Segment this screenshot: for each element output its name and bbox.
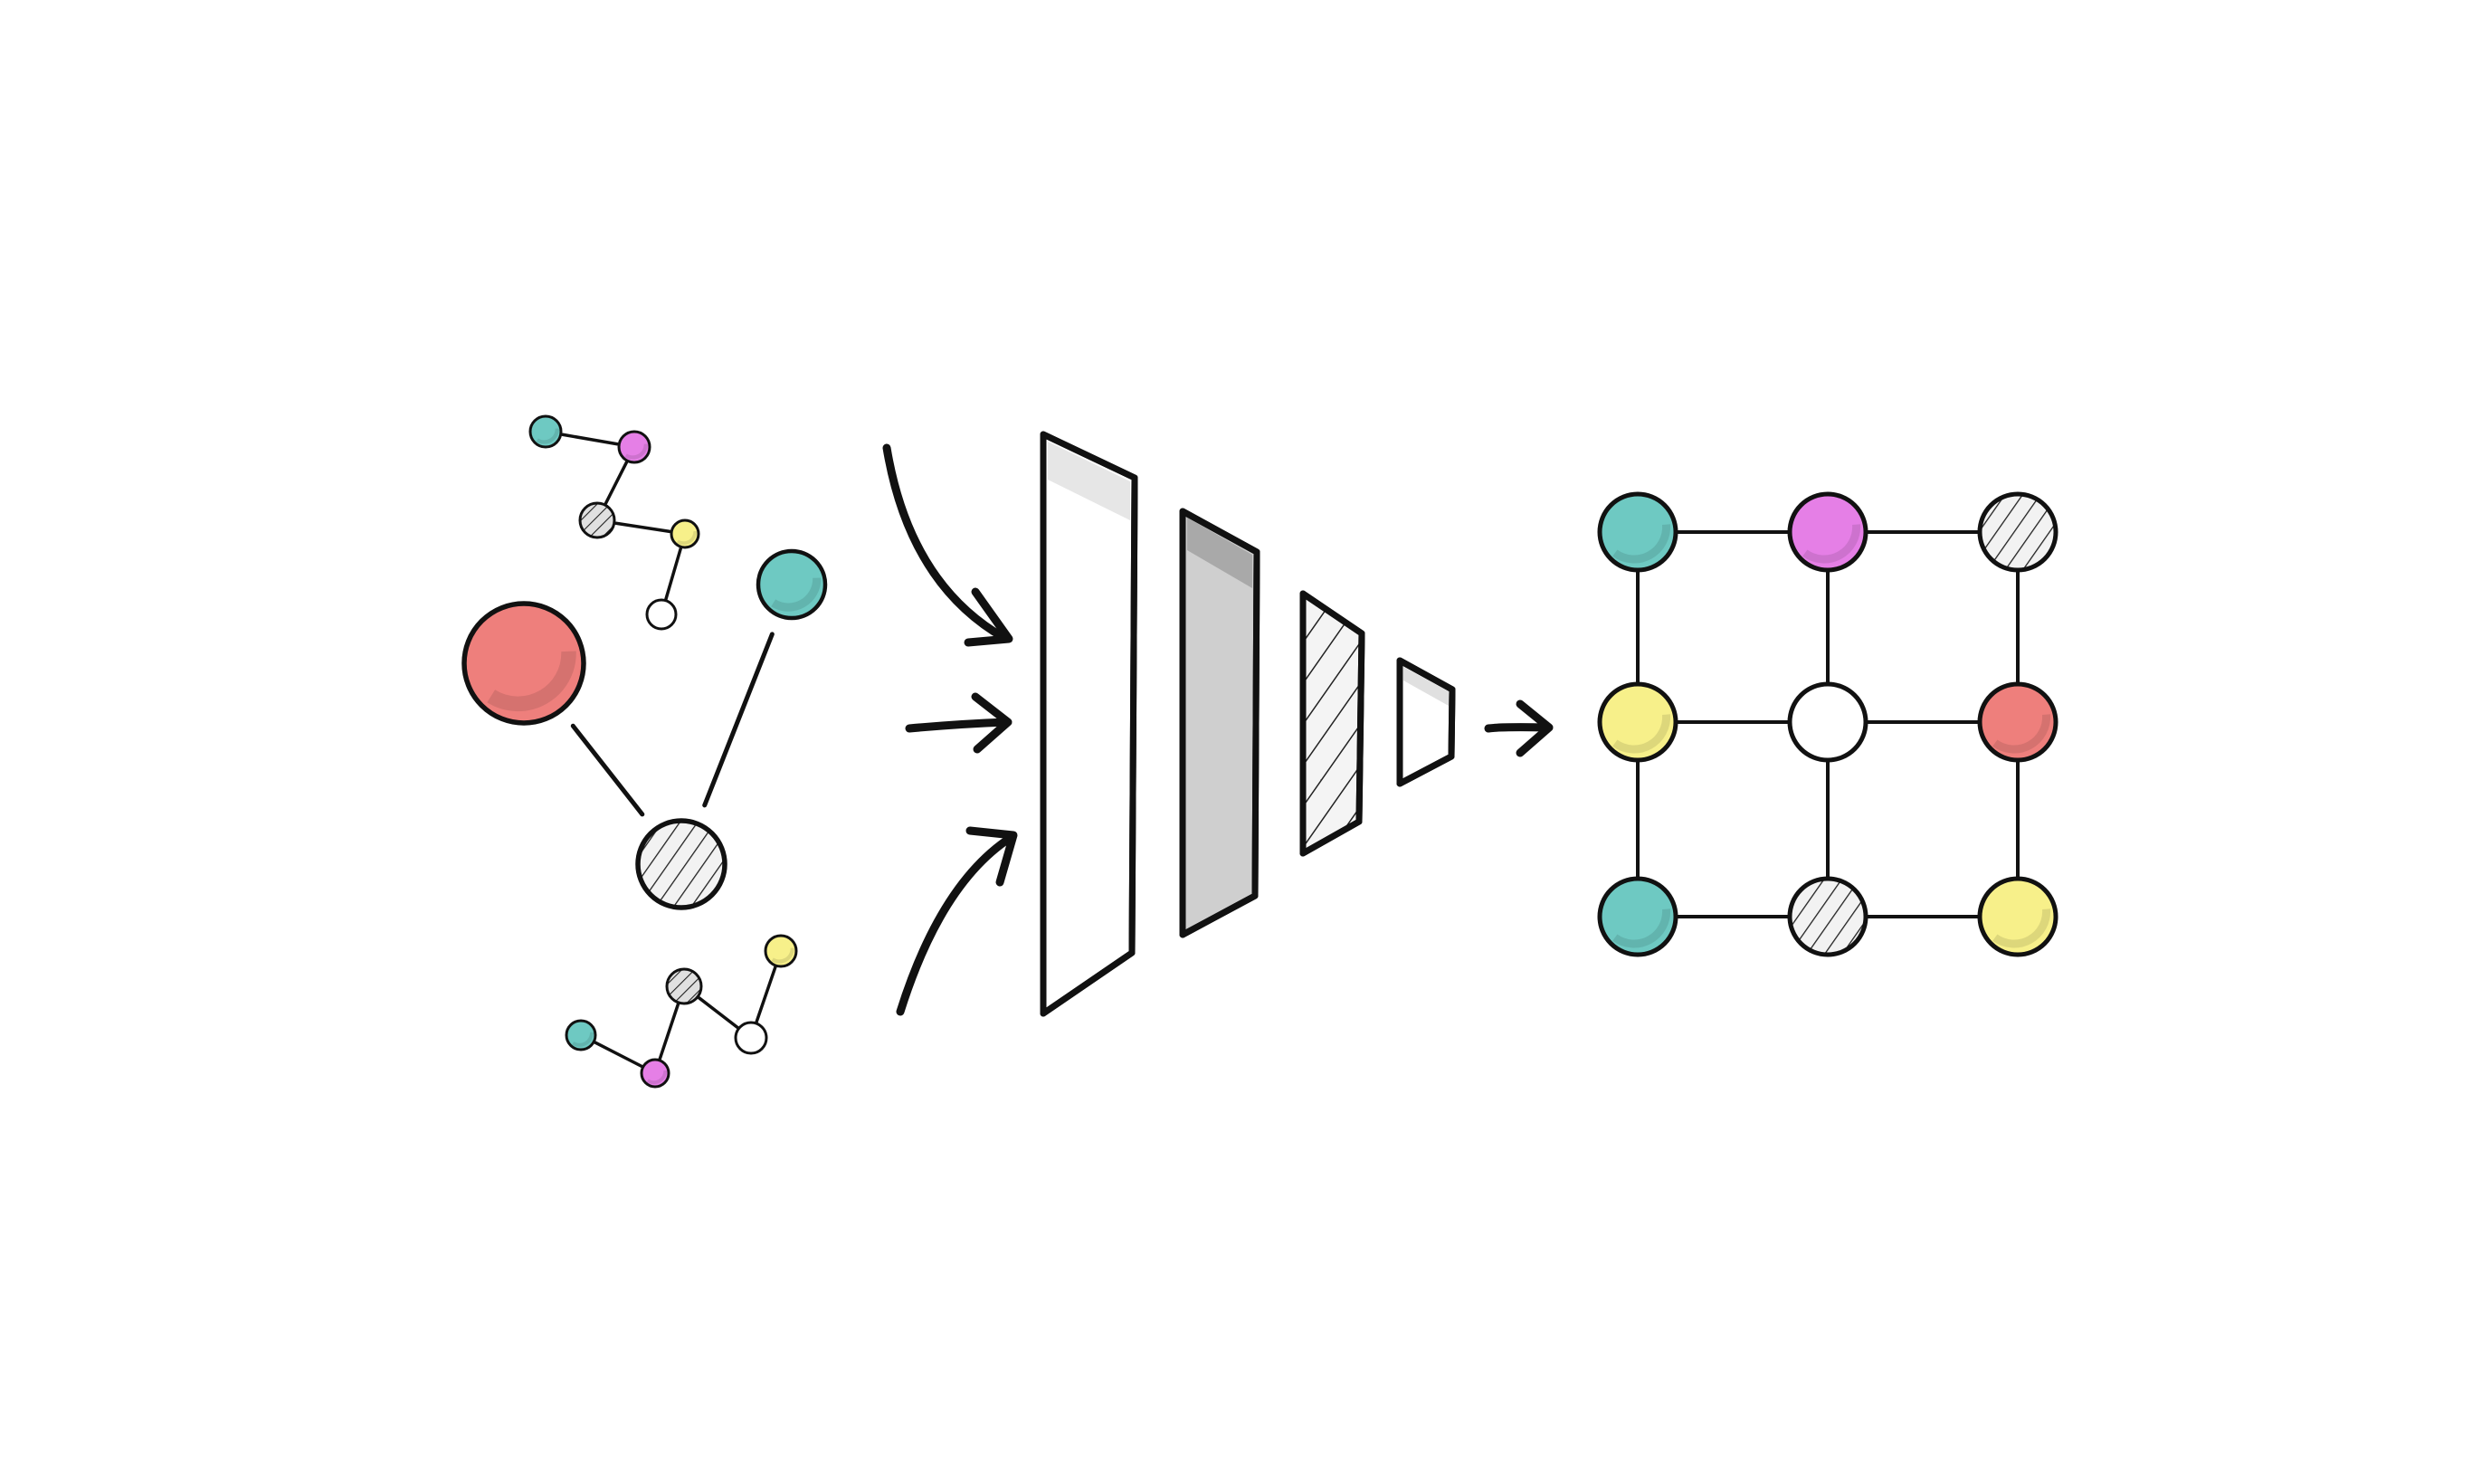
layer-2-shading [1187,518,1252,588]
graph-edge [604,461,629,506]
arrow-bottom-head [965,826,1018,887]
input-graph-graph-a [528,414,700,631]
encoder-layer-3 [1299,590,1365,857]
grid-node-hatched [1787,876,1868,957]
graph-node-teal [528,414,563,449]
graph-node-white [734,1021,768,1055]
node-shading [1612,524,1671,564]
graph-edge [560,433,620,446]
encoder-layer-1-outline [1040,431,1138,1017]
input-graph-graph-b [461,548,828,910]
grid-node-teal [1597,491,1678,573]
graph-node-yellow [764,934,798,968]
input-arrows [882,443,1018,1016]
node-shading [1992,908,2051,948]
input-graphs [461,414,828,1089]
graph-edge [697,996,739,1030]
arrow-top-head [964,587,1013,647]
node-shading [487,651,576,712]
grid-node-red [1977,681,2058,763]
node-shading [1612,908,1671,948]
graph-node-yellow [670,518,700,549]
grid-node-magenta [1787,491,1868,573]
grid-node-white [1787,681,1868,763]
node-shading [1992,714,2051,754]
grid-node-hatched [1977,491,2058,573]
arrow-top [882,443,1009,642]
input-graph-graph-c [565,934,798,1089]
arrow-bottom [896,832,1016,1016]
node-shading [771,947,794,964]
node-shading [646,1070,668,1085]
graph-node-teal [756,548,828,621]
layer-4-shading [1403,667,1449,706]
graph-node-hatched [665,967,703,1005]
graph-edge [614,521,671,534]
output-arrow [1484,699,1554,757]
encoder-layer-2-outline [1179,508,1260,938]
grid-node-yellow [1977,876,2058,957]
graph-edge [594,1041,643,1069]
arrow-middle [905,718,1011,733]
graph-node-red [461,601,586,726]
encoder-layers [1040,431,1456,1017]
graph-node-hatched [635,818,727,910]
output-grid-graph [1597,491,2058,957]
graph-node-magenta [640,1058,670,1089]
graph-node-teal [565,1019,597,1051]
graph-node-magenta [617,430,651,464]
graph-edge [570,723,645,817]
graph-edge [702,632,775,808]
node-shading [676,530,698,546]
node-shading [1802,524,1861,564]
node-shading [1612,714,1671,754]
node-shading [536,428,559,444]
grid-node-yellow [1597,681,1678,763]
graph-edge [755,966,777,1023]
graph-node-hatched [578,501,616,539]
grid-node-teal [1597,876,1678,957]
arrow-middle-head [971,692,1013,754]
encoder-layer-3-outline [1299,590,1365,857]
node-shading [572,1032,594,1047]
graph-node-white [645,598,678,631]
layer-1-shading [1048,442,1130,520]
encoder-layer-4-outline [1396,657,1456,787]
encoder-layer-1 [1040,431,1138,1017]
node-shading [771,577,822,612]
graph-edge [658,1003,680,1061]
node-shading [624,443,648,460]
graph-edge [664,547,682,601]
